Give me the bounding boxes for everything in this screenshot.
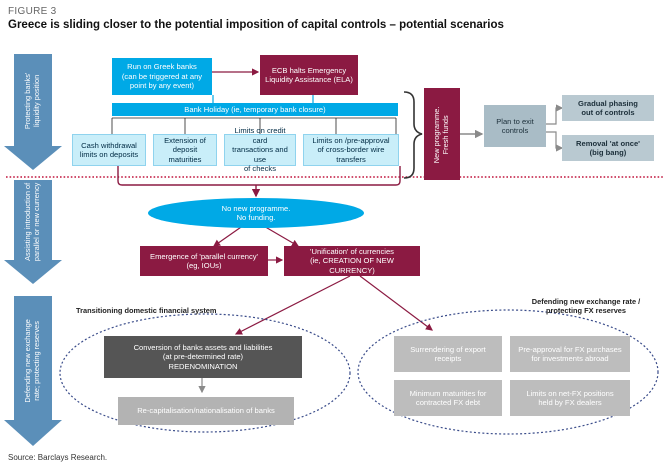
side-arrow-3-label: Defending new exchange rate; protecting … xyxy=(23,319,41,403)
removal-at-once-box: Removal 'at once' (big bang) xyxy=(562,135,654,161)
source-note: Source: Barclays Research. xyxy=(8,453,108,462)
run-on-banks-box: Run on Greek banks (can be triggered at … xyxy=(112,58,212,95)
side-arrow-2-label: Assisting introduction of parallel or ne… xyxy=(23,182,41,262)
bank-holiday-box: Bank Holiday (ie, temporary bank closure… xyxy=(112,103,398,116)
redenomination-box: Conversion of banks assets and liabiliti… xyxy=(104,336,302,378)
figure-title: Greece is sliding closer to the potentia… xyxy=(8,19,504,31)
new-programme-text: New programme. Fresh funds xyxy=(432,106,450,164)
no-programme-ellipse: No new programme. No funding. xyxy=(148,198,364,228)
side-arrow-1 xyxy=(4,54,62,170)
plan-exit-box: Plan to exit controls xyxy=(484,105,546,147)
side-arrow-1-label: Protecting banks' liquidity position xyxy=(23,72,41,130)
measure-cash-withdrawal: Cash withdrawal limits on deposits xyxy=(72,134,146,166)
recapitalisation-box: Re-capitalisation/nationalisation of ban… xyxy=(118,397,294,425)
limits-net-fx-box: Limits on net-FX positions held by FX de… xyxy=(510,380,630,416)
side-arrow-3 xyxy=(4,296,62,446)
right-dotted-ellipse xyxy=(357,309,659,435)
side-arrow-2 xyxy=(4,180,62,284)
parallel-currency-box: Emergence of 'parallel currency' (eg, IO… xyxy=(140,246,268,276)
measure-credit-card: Limits on credit card transactions and u… xyxy=(224,126,296,173)
new-programme-box xyxy=(424,88,460,180)
measure-deposit-maturities: Extension of deposit maturities xyxy=(153,134,217,166)
right-section-heading: Defending new exchange rate / protecting… xyxy=(531,297,641,316)
unification-box: 'Unification' of currencies (ie, CREATIO… xyxy=(284,246,420,276)
preapproval-fx-box: Pre-approval for FX purchases for invest… xyxy=(510,336,630,372)
left-dotted-ellipse xyxy=(59,313,351,433)
figure-label: FIGURE 3 xyxy=(8,6,57,17)
left-section-heading: Transitioning domestic financial system xyxy=(76,306,217,315)
measure-cross-border: Limits on /pre-approval of cross-border … xyxy=(303,134,399,166)
gradual-phasing-box: Gradual phasing out of controls xyxy=(562,95,654,121)
surrendering-export-box: Surrendering of export receipts xyxy=(394,336,502,372)
minimum-maturities-box: Minimum maturities for contracted FX deb… xyxy=(394,380,502,416)
ecb-halts-box: ECB halts Emergency Liquidity Assistance… xyxy=(260,55,358,95)
